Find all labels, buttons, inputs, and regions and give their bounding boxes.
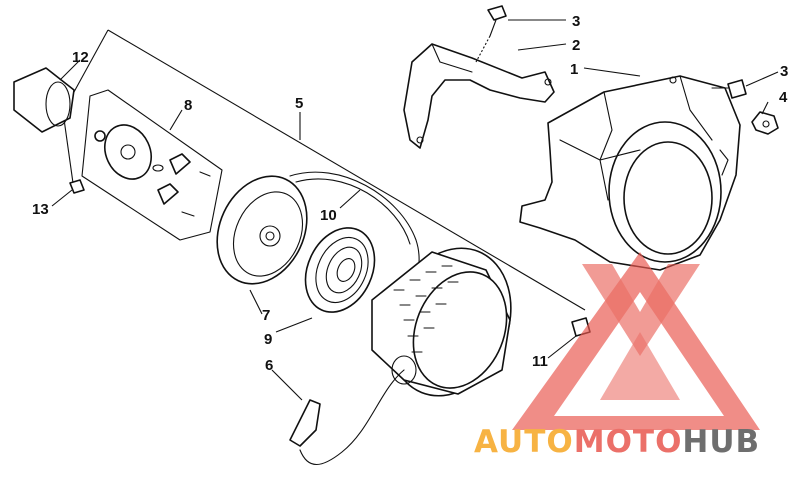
callout-3-right: 3 (780, 63, 788, 80)
clip (751, 111, 779, 135)
blower-housing (519, 75, 741, 271)
watermark-triangle-logo (512, 252, 760, 430)
automotohub-watermark: AUTOMOTOHUB (474, 252, 760, 460)
callout-8: 8 (184, 97, 192, 114)
callouts: 1 2 3 3 4 5 6 7 8 9 10 11 12 13 (32, 13, 788, 374)
starter-cup (13, 67, 75, 133)
callout-9: 9 (264, 331, 272, 348)
watermark-auto: AUTO (474, 424, 574, 460)
callout-1: 1 (570, 61, 578, 78)
callout-13: 13 (32, 201, 49, 218)
starter-case (371, 247, 512, 397)
ratchet-kit-panel (81, 89, 223, 241)
callout-12: 12 (72, 49, 89, 66)
mounting-bracket (403, 43, 555, 149)
starter-handle (289, 369, 405, 466)
callout-4: 4 (779, 89, 788, 106)
callout-11: 11 (532, 353, 548, 370)
callout-2: 2 (572, 37, 580, 54)
callout-6: 6 (265, 357, 273, 374)
callout-3-top: 3 (572, 13, 580, 30)
callout-7: 7 (262, 307, 270, 324)
watermark-hub: HUB (682, 424, 760, 460)
watermark-moto: MOTO (574, 424, 683, 460)
callout-5: 5 (295, 95, 303, 112)
recoil-spring (304, 227, 376, 313)
bolt-right (711, 79, 747, 99)
watermark-text: AUTOMOTOHUB (474, 424, 760, 460)
bolt-top (475, 5, 507, 63)
rewind-pulley (216, 175, 308, 285)
callout-10: 10 (320, 207, 337, 224)
leader-lines (51, 19, 779, 401)
small-bolt (69, 179, 85, 194)
